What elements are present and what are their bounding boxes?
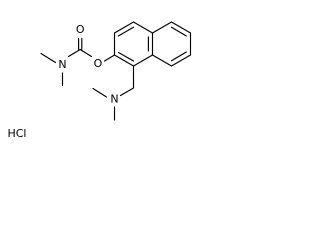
carbamate-nitrogen-label: N	[58, 58, 66, 71]
bonds	[40, 21, 192, 121]
ester-oxygen-label: O	[94, 57, 103, 70]
bond-ring-c7-c8	[170, 54, 192, 67]
bond-carbonyl-c-ester-o	[79, 48, 93, 58]
atom-labels: O O N N	[58, 23, 118, 106]
bond-ring-c8a-c1	[132, 54, 154, 67]
bond-n-methyl-left	[40, 52, 57, 64]
bond-ring-c5-c6	[170, 21, 192, 34]
bond-ring-c1-c2-inner	[117, 51, 135, 62]
bond-ch2-n	[119, 87, 135, 97]
counterion-label: HCl	[7, 127, 26, 140]
chemical-structure-diagram: O O N N HCl	[7, 21, 192, 140]
bond-ring-c3-c4-inner	[117, 26, 135, 37]
bond-carbonyl-c-n	[67, 48, 81, 58]
amine-nitrogen-label: N	[110, 93, 118, 106]
bond-ring-c7-c8-inner	[170, 51, 187, 62]
bond-ring-c1-c2	[113, 54, 135, 67]
bond-ring-c4a-c5	[151, 21, 173, 34]
bond-ester-o-ring	[103, 54, 116, 62]
bond-amine-methyl-right	[92, 87, 108, 98]
carbonyl-oxygen-label: O	[76, 23, 85, 36]
bond-ring-c4-c4a	[132, 21, 154, 34]
bond-ring-c8-c8a	[151, 54, 173, 67]
bond-ring-c3-c4	[113, 21, 135, 34]
bond-ring-c5-c6-inner	[170, 26, 187, 37]
